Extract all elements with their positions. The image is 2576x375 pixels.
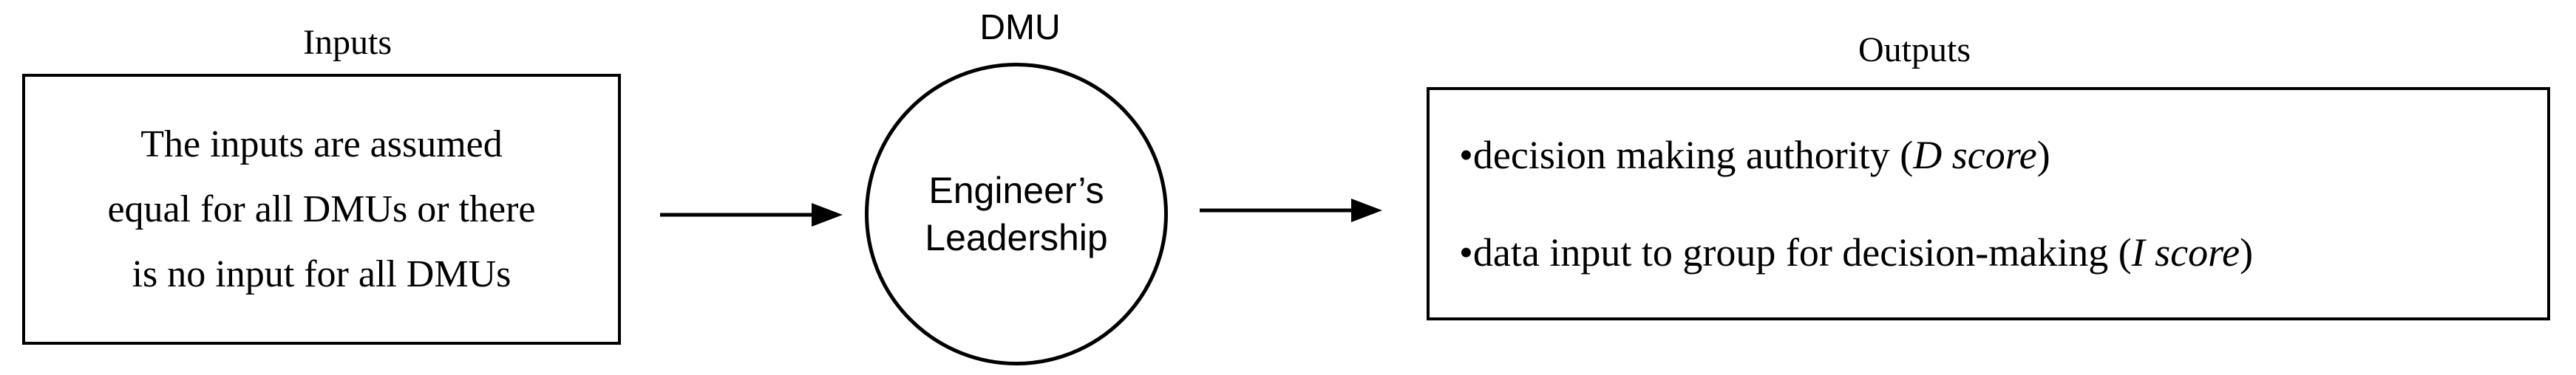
inputs-text-line: is no input for all DMUs bbox=[132, 252, 512, 295]
outputs-box: •decision making authority (D score) •da… bbox=[1427, 87, 2550, 320]
bullet-icon: • bbox=[1459, 133, 1473, 177]
output-close: ) bbox=[2240, 230, 2254, 275]
arrow-dmu-to-outputs bbox=[1200, 199, 1382, 222]
inputs-text-line: equal for all DMUs or there bbox=[107, 188, 536, 230]
output-score-name: I score bbox=[2131, 230, 2240, 275]
dmu-text-line: Leadership bbox=[925, 217, 1108, 258]
dmu-text-line: Engineer’s bbox=[928, 170, 1104, 211]
output-item-d-score: •decision making authority (D score) bbox=[1459, 132, 2547, 178]
output-score-name: D score bbox=[1913, 133, 2037, 177]
output-close: ) bbox=[2036, 133, 2050, 177]
dmu-title: DMU bbox=[979, 8, 1061, 47]
dmu-circle: Engineer’s Leadership bbox=[865, 63, 1168, 365]
arrow-inputs-to-dmu bbox=[660, 203, 843, 227]
outputs-title: Outputs bbox=[1858, 30, 1971, 69]
output-text: decision making authority ( bbox=[1472, 133, 1914, 177]
output-item-i-score: •data input to group for decision-making… bbox=[1459, 230, 2547, 275]
inputs-box: The inputs are assumed equal for all DMU… bbox=[22, 74, 621, 345]
bullet-icon: • bbox=[1459, 230, 1473, 275]
inputs-text-line: The inputs are assumed bbox=[140, 123, 503, 165]
output-text: data input to group for decision-making … bbox=[1472, 230, 2132, 275]
inputs-title: Inputs bbox=[303, 23, 392, 62]
